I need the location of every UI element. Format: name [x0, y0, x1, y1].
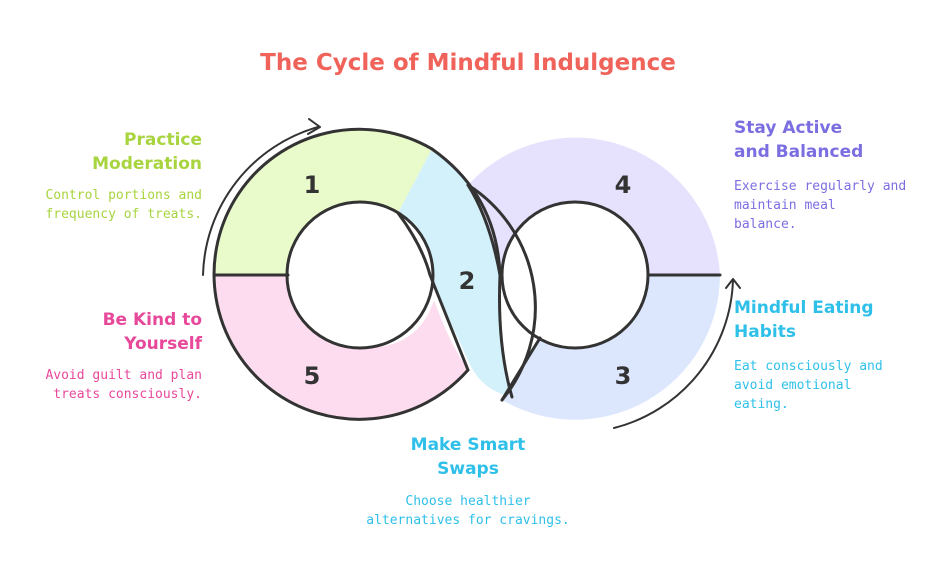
- arrow-top-left: [202, 126, 319, 276]
- step-4-desc-line-2: maintain meal: [734, 198, 836, 213]
- step-4-desc-line-3: balance.: [734, 217, 797, 232]
- segment-1: [214, 129, 432, 275]
- step-5-heading-line-1: Be Kind to: [102, 310, 202, 330]
- outline-group: [212, 127, 722, 421]
- step-2-description: Choose healthier alternatives for cravin…: [318, 492, 618, 530]
- step-1-desc-line-1: Control portions and: [45, 188, 202, 203]
- flow-arrows: [202, 118, 741, 429]
- step-1-heading-line-2: Moderation: [92, 154, 202, 174]
- step-2-desc-line-2: alternatives for cravings.: [366, 513, 570, 528]
- step-2-heading-line-1: Make Smart: [410, 435, 526, 455]
- segment-number-2: 2: [459, 267, 476, 295]
- crossing-outline-b: [466, 183, 502, 277]
- step-4-heading: Stay Active and Balanced: [734, 116, 863, 164]
- arrow-top-left-head: [307, 118, 321, 135]
- segment-number-3: 3: [615, 362, 632, 390]
- step-5-desc-line-2: treats consciously.: [53, 387, 202, 402]
- step-3-heading: Mindful Eating Habits: [734, 296, 874, 344]
- segment-number-4: 4: [615, 171, 632, 199]
- step-1-heading-line-1: Practice: [124, 130, 202, 150]
- step-5-heading-line-2: Yourself: [124, 334, 202, 354]
- step-1-desc-line-2: frequency of treats.: [45, 207, 202, 222]
- step-1-heading: Practice Moderation: [92, 128, 202, 176]
- crossing-outline-c: [396, 211, 470, 372]
- right-inner-hole: [500, 200, 650, 350]
- divider-2-3: [500, 336, 542, 402]
- arrow-bottom-right: [613, 279, 734, 429]
- step-1-description: Control portions and frequency of treats…: [45, 186, 202, 224]
- step-3-heading-line-2: Habits: [734, 322, 796, 342]
- step-4-heading-line-1: Stay Active: [734, 118, 843, 138]
- step-2-heading: Make Smart Swaps: [318, 433, 618, 481]
- step-2-heading-line-2: Swaps: [437, 459, 499, 479]
- segment-number-5: 5: [304, 362, 321, 390]
- step-3-heading-line-1: Mindful Eating: [734, 298, 874, 318]
- step-3-desc-line-3: eating.: [734, 397, 789, 412]
- step-3-desc-line-2: avoid emotional: [734, 378, 852, 393]
- step-3-desc-line-1: Eat consciously and: [734, 359, 883, 374]
- step-5-desc-line-1: Avoid guilt and plan: [45, 368, 202, 383]
- left-inner-hole: [285, 200, 435, 350]
- step-5-heading: Be Kind to Yourself: [103, 308, 202, 356]
- step-4-heading-line-2: and Balanced: [734, 142, 864, 162]
- diagram-title: The Cycle of Mindful Indulgence: [260, 50, 676, 76]
- step-4-desc-line-1: Exercise regularly and: [734, 179, 907, 194]
- left-outer-outline: [212, 127, 470, 421]
- step-3-description: Eat consciously and avoid emotional eati…: [734, 357, 883, 414]
- segment-3: [502, 275, 720, 420]
- step-2-desc-line-1: Choose healthier: [405, 494, 531, 509]
- segment-number-1: 1: [304, 171, 321, 199]
- step-4-description: Exercise regularly and maintain meal bal…: [734, 177, 906, 234]
- step-5-description: Avoid guilt and plan treats consciously.: [45, 366, 202, 404]
- arrow-bottom-right-head: [725, 278, 741, 289]
